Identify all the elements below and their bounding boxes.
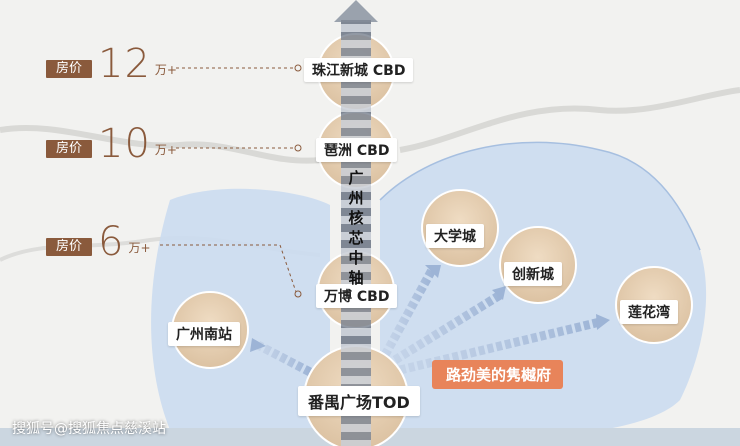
node-label-lianhua: 莲花湾 [620,300,678,324]
leader-dot [294,144,302,152]
price-unit: 万+ [154,63,177,77]
project-label: 路劲美的隽樾府 [432,360,564,389]
river-line [0,124,321,164]
axis-arrow-head [334,0,378,22]
price-label: 房价 [46,60,93,78]
leader-dot [294,64,302,72]
arrow-head [492,286,506,300]
node-label-zhujiang: 珠江新城 CBD [304,58,414,82]
price-unit: 万+ [128,241,151,255]
water-edge [379,141,701,251]
arrow-head [596,314,610,330]
river-line [399,87,740,153]
node-label-panyu: 番禺广场TOD [298,386,420,416]
axis-column-overlay [341,20,371,446]
direction-arrows [255,267,602,376]
price-tag-pazhou: 房价 10 万+ [46,124,177,164]
price-value: 12 [98,41,151,87]
node-label-wanbo: 万博 CBD [316,284,398,308]
node-label-chuangxin: 创新城 [504,262,562,286]
leader-dot [294,290,302,298]
axis-label: 广州核芯中轴 [348,169,364,287]
watermark: 搜狐号@搜狐焦点慈溪站 [12,421,166,437]
node-label-nanzhan: 广州南站 [168,322,240,346]
price-tag-wanbo: 房价 6 万+ [46,222,151,262]
price-label: 房价 [46,238,93,256]
node-label-daxuecheng: 大学城 [426,224,484,248]
arrow-head [250,338,266,352]
price-unit: 万+ [154,143,177,157]
leader-line [160,244,297,293]
node-label-pazhou: 琶洲 CBD [316,138,398,162]
price-tag-zhujiang: 房价 12 万+ [46,44,177,84]
arrow-head [425,265,441,278]
price-label: 房价 [46,140,93,158]
price-value: 10 [98,121,151,167]
price-value: 6 [98,219,125,265]
